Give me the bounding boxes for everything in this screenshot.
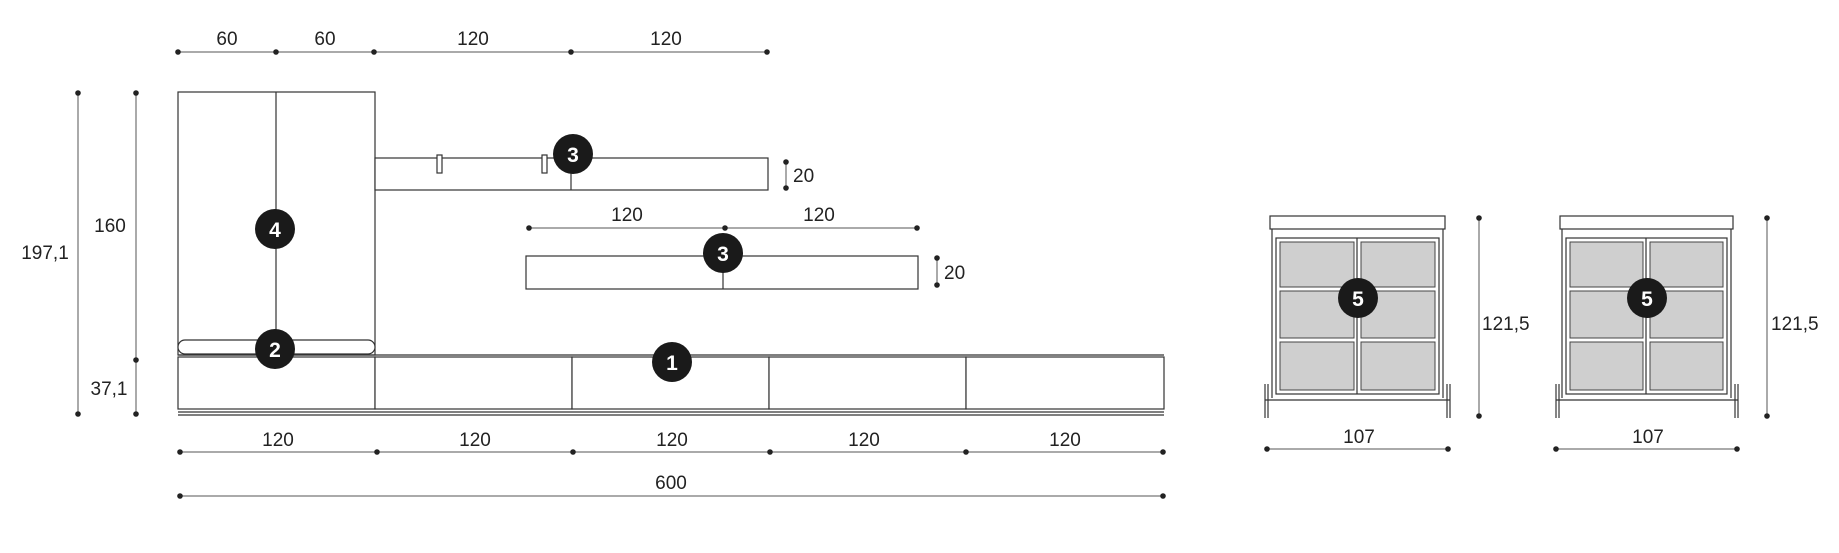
dim-base-5: 120 <box>1049 430 1081 451</box>
svg-text:2: 2 <box>269 339 281 362</box>
badge-shelf-lower: 3 <box>703 233 743 273</box>
dim-column-height: 160 <box>94 216 126 237</box>
dim-top-1: 60 <box>216 29 237 50</box>
base-units <box>177 354 1165 416</box>
top-dimension-line: 60 60 120 120 <box>175 29 770 55</box>
display-cabinet-right: 121,5 107 <box>1553 215 1819 452</box>
dim-lower-shelf-width-1: 120 <box>611 205 643 226</box>
total-width-line: 600 <box>177 473 1166 499</box>
badge-cabinet-right: 5 <box>1627 278 1667 318</box>
badge-cabinet-left: 5 <box>1338 278 1378 318</box>
dim-base-height: 37,1 <box>91 379 128 400</box>
badge-base: 1 <box>652 342 692 382</box>
upper-wall-shelf: 20 <box>374 154 814 191</box>
dim-cabinet-left-height: 121,5 <box>1482 314 1530 335</box>
dim-base-2: 120 <box>459 430 491 451</box>
svg-text:4: 4 <box>269 219 281 242</box>
left-dimension-lines: 197,1 160 37,1 <box>21 90 139 417</box>
display-cabinet-left: 121,5 107 <box>1264 215 1530 452</box>
dim-upper-shelf-height: 20 <box>793 166 814 187</box>
dim-base-3: 120 <box>656 430 688 451</box>
dim-cabinet-right-height: 121,5 <box>1771 314 1819 335</box>
dim-top-4: 120 <box>650 29 682 50</box>
svg-text:3: 3 <box>567 144 579 167</box>
svg-text:1: 1 <box>666 352 678 375</box>
dim-total-height: 197,1 <box>21 243 69 264</box>
dim-cabinet-left-width: 107 <box>1343 427 1375 448</box>
svg-text:3: 3 <box>717 243 729 266</box>
dim-total-width: 600 <box>655 473 687 494</box>
dim-lower-shelf-width-2: 120 <box>803 205 835 226</box>
badge-shelf-upper: 3 <box>553 134 593 174</box>
svg-text:5: 5 <box>1352 288 1364 311</box>
badge-cushion: 2 <box>255 329 295 369</box>
dim-lower-shelf-height: 20 <box>944 263 965 284</box>
svg-text:5: 5 <box>1641 288 1653 311</box>
dim-cabinet-right-width: 107 <box>1632 427 1664 448</box>
badge-column: 4 <box>255 209 295 249</box>
dim-top-2: 60 <box>314 29 335 50</box>
base-dimension-line: 120 120 120 120 120 <box>177 430 1166 455</box>
dim-base-4: 120 <box>848 430 880 451</box>
lower-wall-shelf: 120 120 20 <box>525 205 965 290</box>
dim-top-3: 120 <box>457 29 489 50</box>
dim-base-1: 120 <box>262 430 294 451</box>
